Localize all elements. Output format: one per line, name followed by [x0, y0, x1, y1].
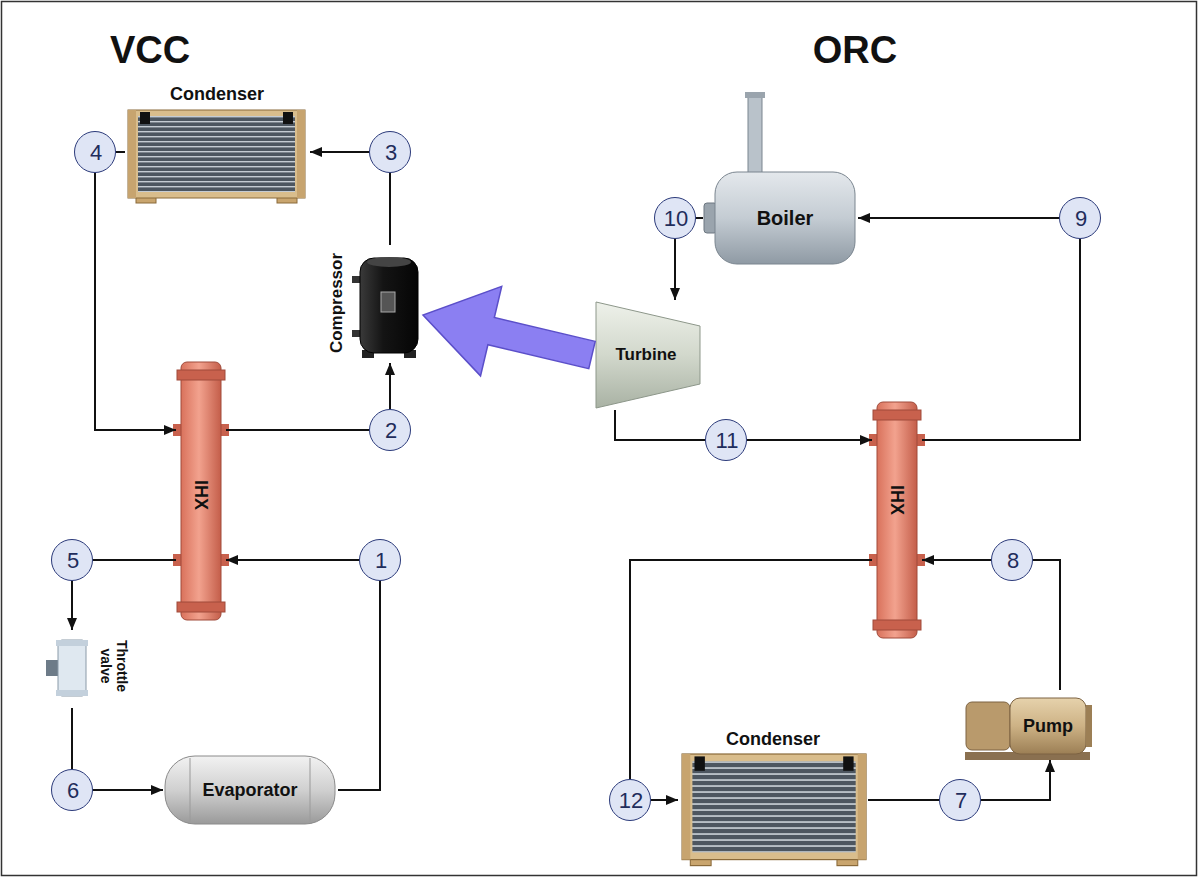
- pump-symbol: [965, 698, 1092, 760]
- compressor-symbol: [352, 257, 418, 358]
- state-point-circle: 7: [939, 779, 981, 821]
- flow-line: [1033, 560, 1060, 690]
- condenser-symbol: [682, 754, 866, 866]
- callout-number: 4: [90, 140, 102, 165]
- component-label: IHX: [887, 485, 908, 515]
- flow-line: [116, 151, 125, 153]
- flow-line: [696, 217, 703, 219]
- state-point-circle: 8: [991, 539, 1033, 581]
- heat-exchanger-symbol: [869, 402, 925, 638]
- flow-line: [922, 559, 991, 561]
- flow-line: [981, 760, 1050, 800]
- state-point-circle: 2: [369, 409, 411, 451]
- component-box: IHX: [872, 400, 922, 640]
- component-box: Evaporator: [163, 752, 338, 828]
- state-point-circle: 9: [1059, 197, 1101, 239]
- throttle-valve-symbol: [46, 640, 88, 696]
- component-label: IHX: [191, 480, 212, 510]
- callout-number: 11: [716, 428, 739, 453]
- flow-line: [226, 559, 359, 561]
- state-point-circle: 5: [51, 539, 93, 581]
- flow-line: [674, 239, 676, 300]
- boiler-symbol: [704, 92, 855, 264]
- section-heading: VCC: [110, 29, 190, 72]
- state-point-circle: 1: [359, 539, 401, 581]
- callout-number: 10: [664, 206, 688, 231]
- flow-line: [922, 239, 1080, 440]
- component-box: Compressor: [318, 245, 423, 363]
- flow-line: [95, 173, 176, 430]
- callout-number: 9: [1075, 206, 1087, 231]
- flow-line: [310, 151, 369, 153]
- state-point-circle: 4: [74, 131, 116, 173]
- flow-line: [389, 173, 391, 245]
- state-point-circle: 11: [705, 419, 747, 461]
- component-label: Condenser: [170, 84, 264, 105]
- component-box: Turbine: [592, 300, 704, 410]
- evaporator-symbol: [165, 756, 335, 824]
- state-point-circle: 3: [369, 131, 411, 173]
- flow-line: [71, 581, 73, 630]
- state-point-circle: 6: [51, 769, 93, 811]
- component-box: Throttle valve: [50, 630, 134, 708]
- callout-number: 8: [1007, 548, 1019, 573]
- state-point-circle: 10: [654, 197, 696, 239]
- callout-number: 2: [385, 418, 397, 443]
- flow-line: [389, 363, 391, 409]
- component-label: Turbine: [615, 345, 676, 365]
- component-box: Pump: [960, 690, 1090, 760]
- component-label: Pump: [1023, 716, 1073, 737]
- power-arrow: [423, 286, 595, 376]
- component-box: Boiler: [703, 88, 858, 268]
- condenser-symbol: [128, 110, 305, 203]
- callout-number: 7: [955, 788, 967, 813]
- heat-exchanger-symbol: [173, 362, 229, 620]
- callout-number: 12: [619, 788, 643, 813]
- component-box: Condenser: [678, 725, 868, 865]
- flow-line: [651, 799, 678, 801]
- flow-line: [615, 410, 705, 440]
- flow-line: [93, 789, 163, 791]
- component-box: IHX: [176, 360, 226, 622]
- turbine-symbol: [596, 302, 700, 408]
- flow-line: [71, 708, 73, 769]
- component-label: Evaporator: [202, 780, 297, 801]
- component-label: Boiler: [757, 207, 814, 230]
- component-label: Throttle valve: [98, 631, 130, 701]
- callout-number: 5: [67, 548, 79, 573]
- flow-line: [93, 559, 176, 561]
- flow-line: [868, 799, 939, 801]
- flow-line: [226, 429, 369, 431]
- section-heading: ORC: [813, 29, 897, 72]
- callout-number: 6: [67, 778, 79, 803]
- component-label: Condenser: [726, 729, 820, 750]
- state-point-circle: 12: [609, 779, 651, 821]
- component-box: Condenser: [125, 80, 310, 205]
- callout-number: 3: [385, 140, 397, 165]
- flow-line: [630, 560, 872, 779]
- flow-line: [747, 439, 872, 441]
- flow-line: [858, 217, 1059, 219]
- callout-number: 1: [375, 548, 387, 573]
- flow-line: [338, 581, 380, 790]
- component-label: Compressor: [327, 253, 347, 353]
